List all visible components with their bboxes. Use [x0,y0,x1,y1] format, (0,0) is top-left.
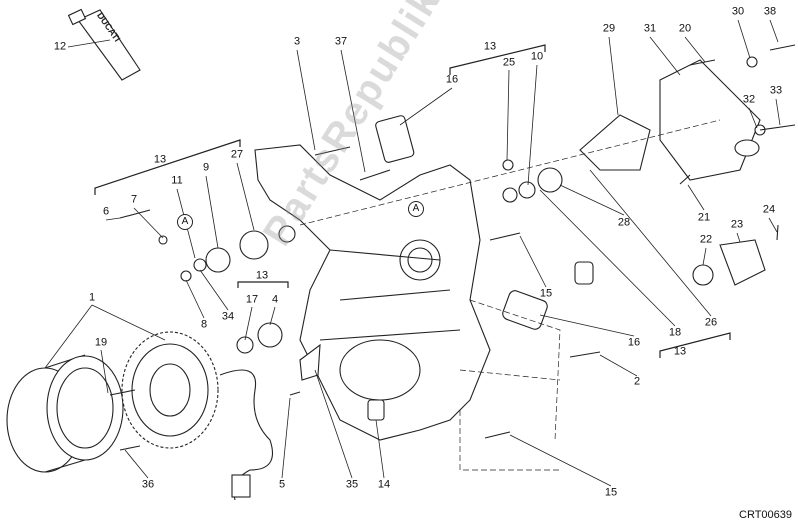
small-parts [158,56,766,421]
callout-label: 5 [278,478,286,491]
callout-label: 21 [697,211,711,224]
callout-label: 15 [539,287,553,300]
reference-marker-a: A [177,214,193,230]
callout-label: 13 [673,345,687,358]
bolts [109,44,796,451]
callout-label: 13 [255,269,269,282]
callout-label: 22 [699,233,713,246]
callout-label: 2 [633,375,641,388]
callout-label: 24 [762,203,776,216]
callout-label: 4 [271,293,279,306]
callout-label: 15 [604,486,618,499]
callout-label: 19 [94,336,108,349]
reference-marker-a: A [408,201,424,217]
callout-label: 9 [202,161,210,174]
callout-label: 11 [171,174,183,187]
callout-label: 36 [141,478,155,491]
sealant-tube [67,8,141,81]
flywheel-rotor [6,354,124,473]
callout-label: 27 [230,148,244,161]
callout-label: 3 [293,35,301,48]
callout-label: 16 [627,336,641,349]
callout-label: 29 [602,22,616,35]
callout-label: 10 [530,50,544,63]
callout-label: 34 [221,310,235,323]
callout-label: 17 [245,293,259,306]
callout-label: 18 [668,326,682,339]
callout-label: 25 [502,56,516,69]
callout-label: 7 [130,193,138,206]
callout-label: 20 [678,22,692,35]
callout-label: 8 [200,318,208,331]
callout-label: 1 [88,291,96,304]
stator [121,331,274,501]
callout-label: 31 [643,22,657,35]
callout-label: 13 [153,153,167,166]
callout-label: 6 [102,205,110,218]
callout-label: 16 [445,73,459,86]
callout-label: 32 [742,93,756,106]
callout-label: 38 [763,5,777,18]
callout-label: 26 [704,316,718,329]
leader-lines [44,19,781,487]
callout-label: 12 [53,40,67,53]
callout-label: 35 [345,478,359,491]
callout-label: 28 [617,216,631,229]
callout-label: 23 [730,218,744,231]
drawing-code: CRT00639 [739,509,792,521]
callout-label: 14 [377,478,391,491]
callout-label: 33 [769,84,783,97]
callout-label: 37 [334,35,348,48]
callout-label: 13 [483,40,497,53]
callout-label: 30 [731,5,745,18]
